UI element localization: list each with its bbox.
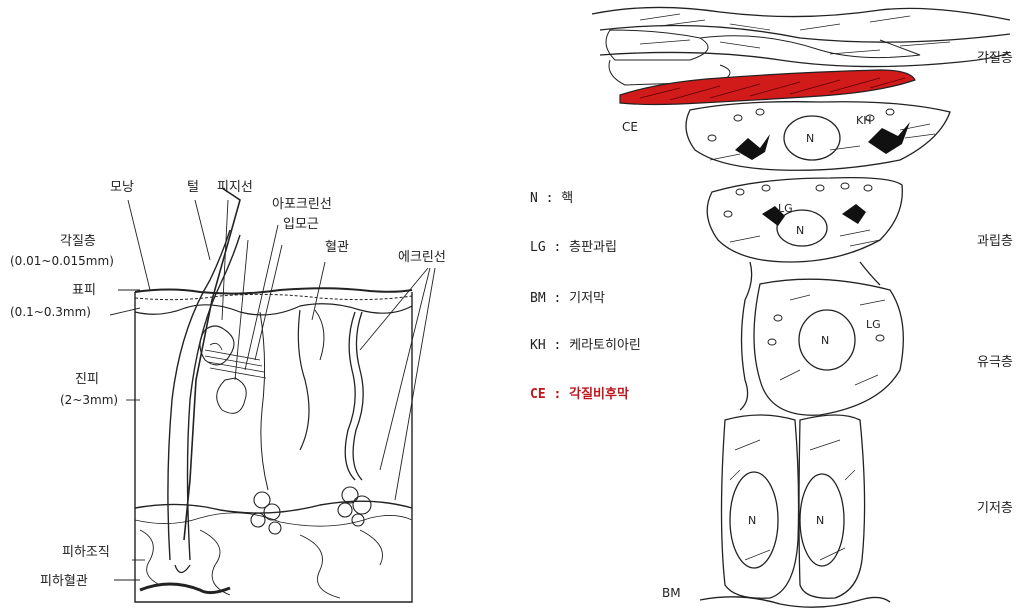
mark-n-2: N	[796, 224, 804, 237]
mark-ce: CE	[622, 120, 638, 135]
mark-n-4: N	[748, 514, 756, 527]
mark-lg-1: LG	[778, 202, 793, 215]
keratohyalin-granules	[735, 122, 910, 226]
mark-bm: BM	[662, 586, 681, 601]
basal-cell-left	[722, 415, 799, 598]
mark-n-3: N	[821, 334, 829, 347]
layer-label-basal: 기저층	[977, 501, 1013, 516]
mark-n-5: N	[816, 514, 824, 527]
ce-red-band	[620, 70, 915, 105]
basement-membrane	[700, 597, 890, 607]
mark-n-1: N	[806, 132, 814, 145]
corneum-cell-2	[600, 52, 1010, 67]
layer-label-corneum: 각질층	[977, 51, 1013, 66]
mark-kh: KH	[856, 114, 872, 127]
mark-lg-2: LG	[866, 318, 881, 331]
layer-label-spinous: 유극층	[977, 355, 1013, 370]
spinous-cell	[754, 279, 903, 415]
layer-label-granular: 과립층	[977, 234, 1013, 249]
